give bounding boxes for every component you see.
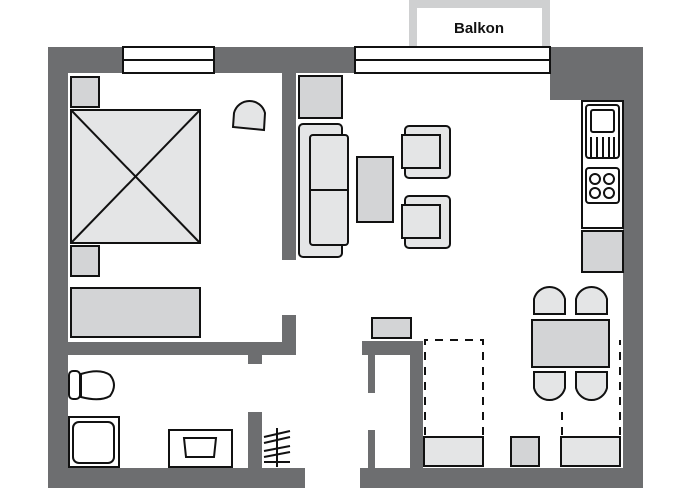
side-table [298, 75, 343, 119]
fridge [581, 230, 624, 273]
sofa-bed-area-left [424, 339, 484, 435]
stove-icon [585, 167, 620, 204]
bench-right [560, 436, 621, 467]
small-cabinet [510, 436, 540, 467]
balcony-label: Balkon [454, 20, 504, 37]
coffee-table [356, 156, 394, 223]
walls [48, 47, 643, 488]
toilet-icon [68, 370, 115, 401]
bench-left [423, 436, 484, 467]
shower-icon [68, 416, 120, 468]
armchair-bottom [401, 195, 451, 249]
kitchen-counter [581, 100, 624, 229]
towel-rack-icon [263, 428, 291, 467]
nightstand-bottom [70, 245, 100, 277]
sink-icon [585, 104, 620, 159]
window-balcony-door [354, 46, 551, 74]
nightstand-top [70, 76, 100, 108]
dining-set [531, 286, 610, 401]
window-bedroom [122, 46, 215, 74]
entry-shelf [371, 317, 412, 339]
sofa-bed-area-right [561, 340, 621, 435]
wardrobe [70, 287, 201, 338]
bed [70, 109, 201, 244]
sofa [298, 123, 349, 258]
bedroom-chair [231, 100, 267, 132]
washbasin-icon [168, 429, 233, 468]
armchair-top [401, 125, 451, 179]
balcony: Balkon [409, 0, 550, 47]
